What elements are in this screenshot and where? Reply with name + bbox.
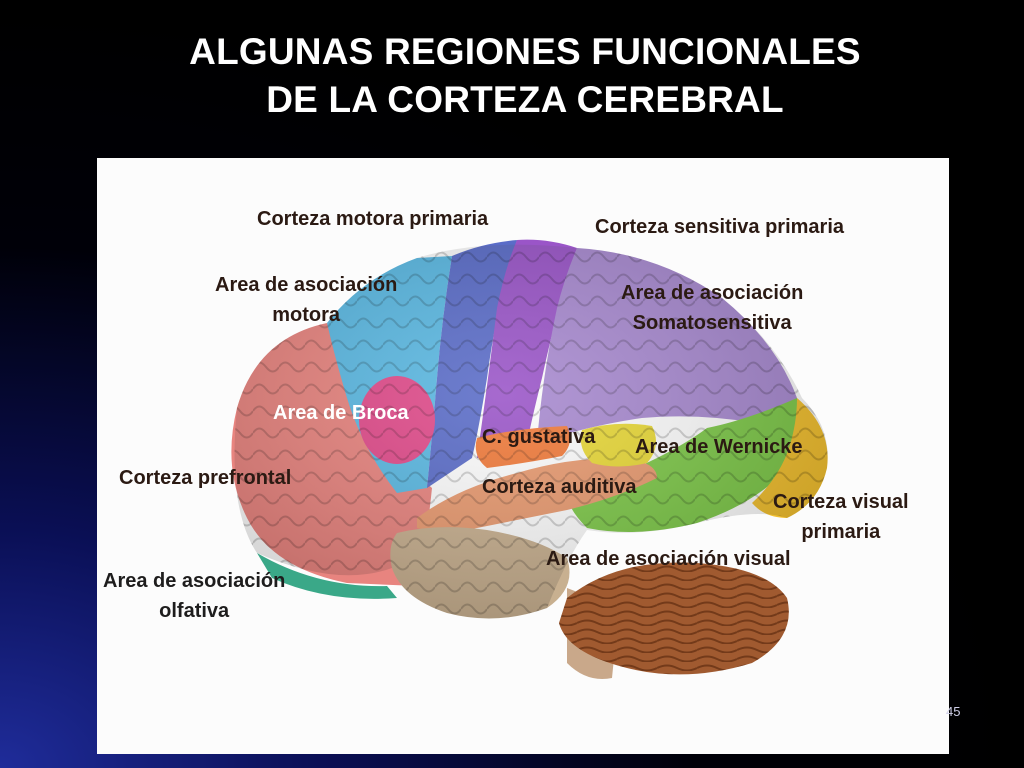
title-line-1: ALGUNAS REGIONES FUNCIONALES: [189, 31, 861, 72]
label-corteza-prefrontal: Corteza prefrontal: [119, 467, 292, 489]
label-area-asociacion-motora-line2: motora: [272, 304, 341, 326]
label-area-asociacion-olfativa-line2: olfativa: [159, 600, 230, 622]
region-orbitofrontal: [257, 553, 397, 599]
label-c-gustativa: C. gustativa: [482, 426, 596, 448]
label-area-asociacion-motora-line1: Area de asociación: [215, 274, 398, 296]
label-corteza-visual-primaria: Corteza visual primaria: [773, 487, 909, 547]
brain-diagram-panel: Corteza motora primaria Corteza sensitiv…: [97, 158, 949, 754]
label-corteza-visual-line2: primaria: [801, 521, 881, 543]
slide-title: ALGUNAS REGIONES FUNCIONALES DE LA CORTE…: [0, 28, 1024, 124]
label-area-asociacion-olfativa: Area de asociación olfativa: [103, 566, 285, 626]
label-area-broca: Area de Broca: [273, 402, 409, 424]
title-line-2: DE LA CORTEZA CEREBRAL: [266, 79, 784, 120]
label-corteza-motora-primaria: Corteza motora primaria: [257, 208, 489, 230]
label-area-asociacion-somatosensitiva: Area de asociación Somatosensitiva: [621, 278, 803, 338]
label-corteza-sensitiva-primaria: Corteza sensitiva primaria: [595, 216, 844, 238]
page-number: 45: [946, 704, 961, 719]
label-corteza-auditiva: Corteza auditiva: [482, 476, 637, 498]
label-corteza-visual-line1: Corteza visual: [773, 491, 909, 513]
label-area-wernicke: Area de Wernicke: [635, 436, 803, 458]
brain-illustration: [231, 239, 828, 679]
label-area-asociacion-somato-line2: Somatosensitiva: [632, 312, 792, 334]
label-area-asociacion-motora: Area de asociación motora: [215, 270, 397, 330]
label-area-asociacion-somato-line1: Area de asociación: [621, 282, 804, 304]
label-area-asociacion-olfativa-line1: Area de asociación: [103, 570, 286, 592]
label-area-asociacion-visual: Area de asociación visual: [546, 548, 791, 570]
